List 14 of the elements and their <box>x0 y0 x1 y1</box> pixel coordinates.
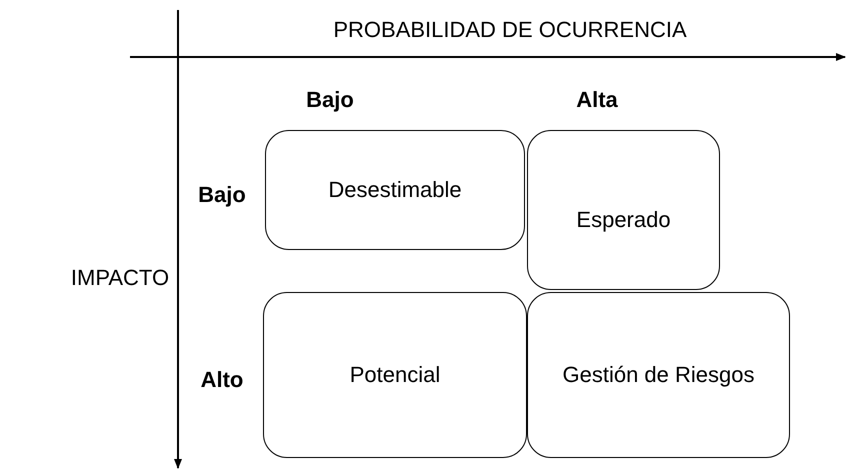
header-label: Bajo <box>198 181 246 209</box>
box-label: Potencial <box>350 361 440 389</box>
rounded-box <box>527 130 720 290</box>
axis-title: IMPACTO <box>70 264 170 292</box>
rounded-box <box>527 292 790 458</box>
box-label: Esperado <box>576 206 671 234</box>
box-label: Desestimable <box>328 176 462 204</box>
rounded-box <box>263 292 527 458</box>
axis-title: PROBABILIDAD DE OCURRENCIA <box>333 16 687 44</box>
box-label: Gestión de Riesgos <box>562 361 754 389</box>
header-label: Alto <box>200 366 244 394</box>
header-label: Bajo <box>306 86 354 114</box>
rounded-box <box>265 130 525 250</box>
header-label: Alta <box>576 86 618 114</box>
